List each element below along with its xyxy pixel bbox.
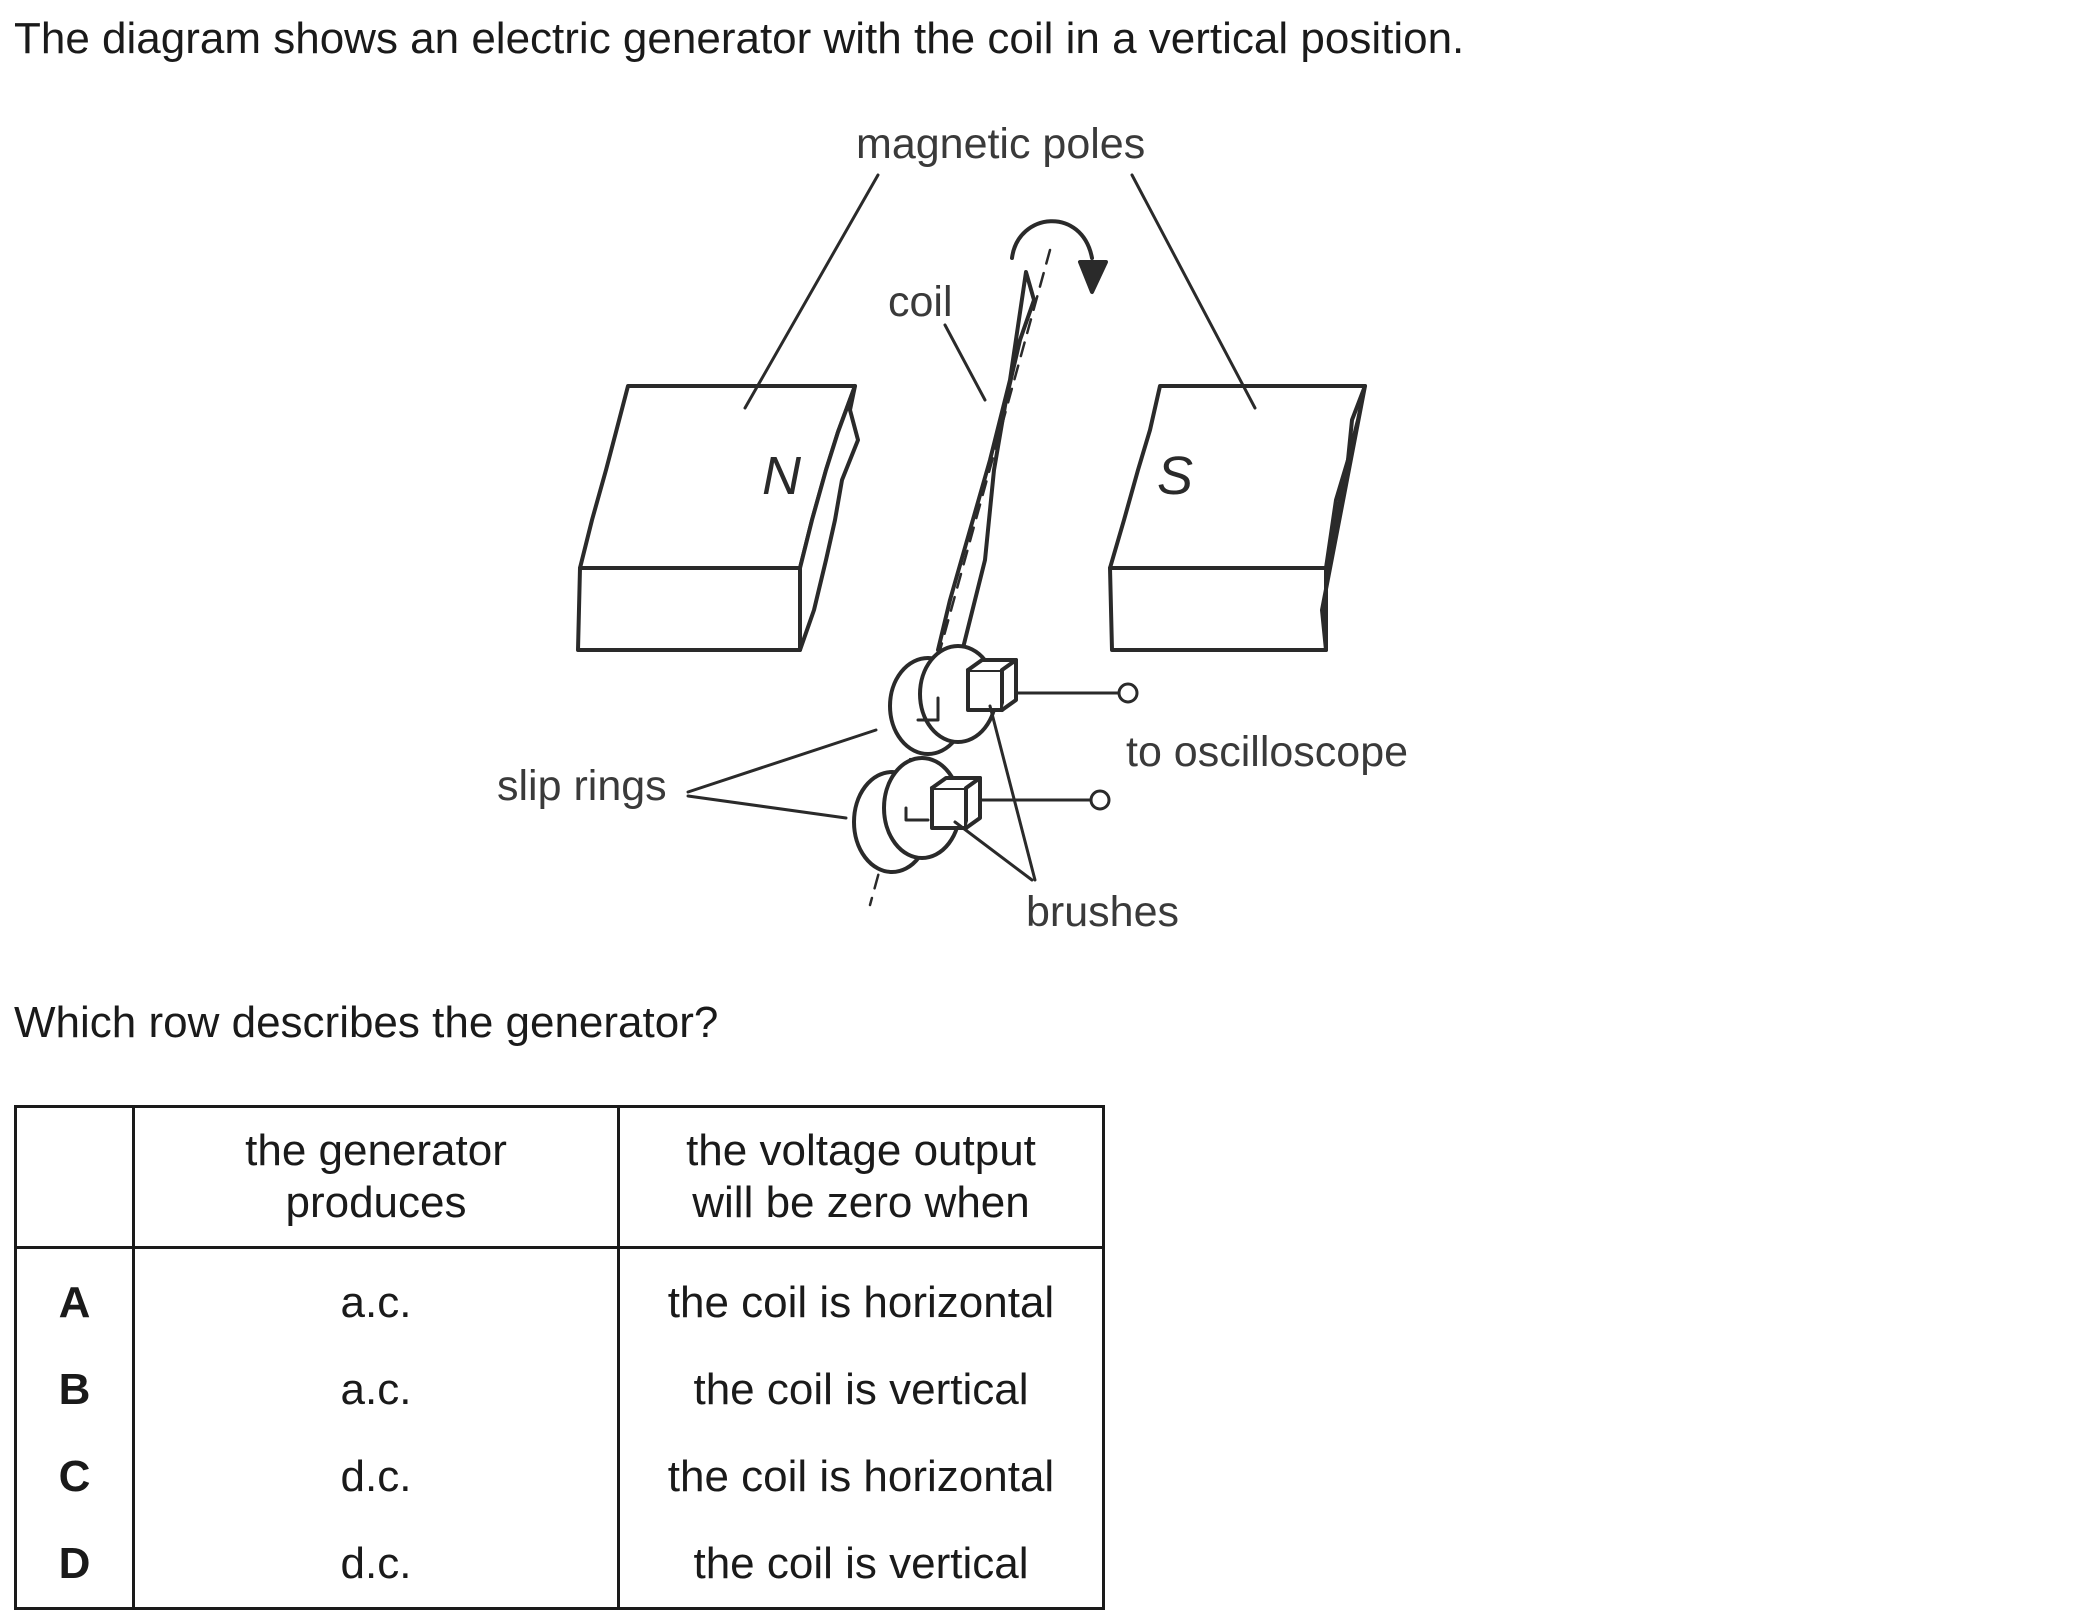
header-produces-line-1: the generator — [245, 1126, 507, 1175]
row-letter: B — [14, 1346, 135, 1433]
brush-lower — [930, 776, 982, 830]
header-produces: the generator produces — [132, 1106, 620, 1249]
row-zero-when: the coil is vertical — [617, 1346, 1105, 1433]
coil — [936, 270, 1036, 682]
table-row: A a.c. the coil is horizontal — [14, 1247, 1105, 1346]
magnetic-poles-leader-left — [743, 173, 880, 410]
row-zero-when: the coil is horizontal — [617, 1247, 1105, 1346]
table-row: C d.c. the coil is horizontal — [14, 1433, 1105, 1520]
header-zero-when: the voltage output will be zero when — [617, 1106, 1105, 1249]
row-produces: d.c. — [132, 1433, 620, 1520]
output-terminal-upper — [1117, 682, 1139, 704]
row-letter: A — [14, 1247, 135, 1346]
north-pole-label: N — [762, 446, 802, 506]
brushes-leader-lower — [953, 820, 1034, 882]
row-zero-when: the coil is vertical — [617, 1520, 1105, 1609]
table-header-row: the generator produces the voltage outpu… — [14, 1106, 1105, 1249]
rotation-arrow — [1010, 219, 1094, 260]
slip-rings-leader-lower — [686, 794, 848, 820]
south-pole-label: S — [1157, 446, 1193, 506]
row-letter: D — [14, 1520, 135, 1609]
header-zero-when-line-1: the voltage output — [686, 1126, 1036, 1175]
north-magnet — [576, 384, 860, 652]
row-produces: d.c. — [132, 1520, 620, 1609]
header-produces-line-2: produces — [285, 1178, 467, 1227]
south-magnet — [1108, 384, 1367, 652]
row-zero-when: the coil is horizontal — [617, 1433, 1105, 1520]
brush-upper — [966, 658, 1018, 712]
row-letter: C — [14, 1433, 135, 1520]
coil-label: coil — [888, 278, 953, 326]
row-produces: a.c. — [132, 1346, 620, 1433]
answer-table: the generator produces the voltage outpu… — [14, 1105, 1105, 1610]
brushes-leader-upper — [988, 704, 1037, 882]
output-terminal-lower — [1089, 789, 1111, 811]
rotation-arrowhead — [1078, 260, 1108, 294]
table-row: B a.c. the coil is vertical — [14, 1346, 1105, 1433]
slip-ring-upper — [888, 644, 998, 756]
generator-diagram: magnetic poles coil N S slip rings to os… — [497, 120, 1408, 936]
table-row: D d.c. the coil is vertical — [14, 1520, 1105, 1609]
header-zero-when-line-2: will be zero when — [692, 1178, 1030, 1227]
magnetic-poles-leader-right — [1130, 173, 1257, 410]
slip-rings-leader-upper — [686, 728, 878, 794]
question-text: Which row describes the generator? — [14, 998, 719, 1047]
to-oscilloscope-label: to oscilloscope — [1126, 728, 1408, 776]
header-letter — [14, 1106, 135, 1249]
slip-rings-label: slip rings — [497, 762, 667, 810]
intro-text: The diagram shows an electric generator … — [14, 14, 1465, 63]
brushes-label: brushes — [1026, 888, 1179, 936]
row-produces: a.c. — [132, 1247, 620, 1346]
magnetic-poles-label: magnetic poles — [856, 120, 1145, 168]
coil-leader — [943, 323, 987, 402]
